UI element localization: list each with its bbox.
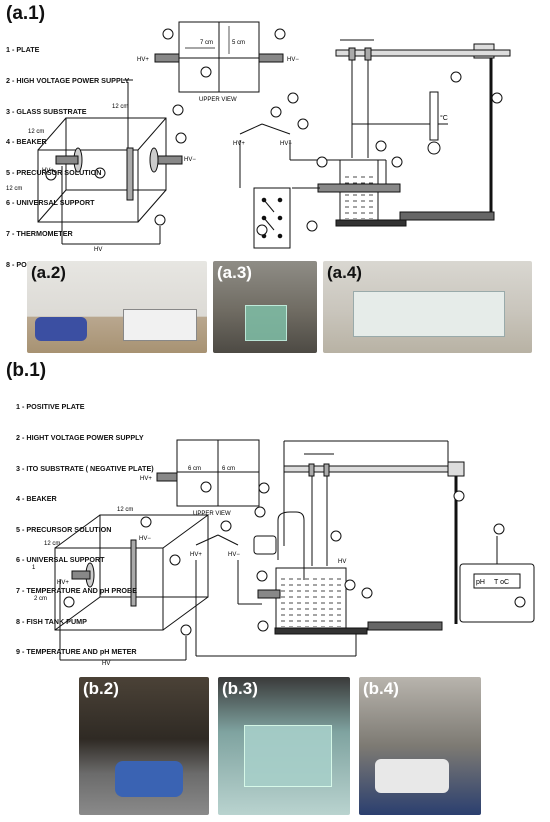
hv-probe-b: HV — [338, 559, 346, 565]
legend-a-item: 1 - PLATE — [6, 45, 40, 55]
hv-minus-right-a: HV− — [287, 57, 299, 63]
glass-cell-a4 — [353, 291, 505, 337]
legend-a-item: 5 - PRECURSOR SOLUTION — [6, 167, 102, 177]
photo-b2: (b.2) — [79, 677, 209, 815]
electrode-box-a — [37, 79, 187, 245]
thermometer-unit-a: °C — [440, 114, 448, 122]
hv-plus-left-a: HV+ — [137, 57, 149, 63]
photo-b4: (b.4) — [359, 677, 481, 815]
panel-label-a2: (a.2) — [31, 263, 66, 282]
hv-plus-supply-b: HV+ — [190, 552, 202, 558]
legend-a: 1 - PLATE 2 - HIGH VOLTAGE POWER SUPPLY … — [6, 25, 129, 280]
dim-7cm: 7 cm — [200, 40, 213, 46]
dim-12cm-top-a: 12 cm — [112, 104, 128, 110]
hv-minus-supply-b: HV− — [228, 552, 240, 558]
hv-plus-supply-a: HV+ — [233, 141, 245, 147]
device-supply-a2 — [123, 309, 197, 341]
photo-a3: (a.3) — [213, 261, 317, 353]
hotplate-b2 — [115, 761, 183, 797]
dim-2cm-b: 2 cm — [34, 596, 47, 602]
legend-b-item: 9 - TEMPERATURE AND pH METER — [16, 647, 137, 657]
panel-label-a4: (a.4) — [327, 263, 362, 282]
panel-label-b3: (b.3) — [222, 679, 258, 698]
panel-label-b2: (b.2) — [83, 679, 119, 698]
power-supply-b — [195, 520, 357, 657]
hv-minus-box-b: HV− — [139, 536, 151, 542]
dim-12cm-top-b: 12 cm — [117, 507, 133, 513]
hv-plus-upper-b: HV+ — [140, 476, 152, 482]
hv-minus-box-a: HV− — [184, 157, 196, 163]
hv-ground-a: HV — [94, 247, 102, 253]
upper-view-label-b: UPPER VIEW — [193, 511, 231, 517]
legend-b-item: 2 - HIGHT VOLTAGE POWER SUPPLY — [16, 433, 144, 443]
meter-ph-b: pH — [476, 579, 485, 586]
legend-b-item: 1 - POSITIVE PLATE — [16, 402, 85, 412]
photo-a2: (a.2) — [27, 261, 207, 353]
hv-ground-b: HV — [102, 661, 110, 667]
upper-view-label-a: UPPER VIEW — [199, 97, 237, 103]
legend-a-item: 7 - THERMOMETER — [6, 229, 73, 239]
hv-plus-box-b: HV+ — [57, 580, 69, 586]
meter-t-b: T oC — [494, 579, 509, 586]
hv-plus-box-a: HV+ — [42, 168, 54, 174]
legend-b-item: 4 - BEAKER — [16, 494, 57, 504]
photo-b3: (b.3) — [218, 677, 350, 815]
device-hotplate-a2 — [35, 317, 87, 341]
dim-6cm-right-b: 6 cm — [222, 466, 235, 472]
legend-b-item: 3 - ITO SUBSTRATE ( NEGATIVE PLATE) — [16, 463, 154, 473]
dim-12cm-height-a: 12 cm — [6, 186, 22, 192]
upper-view-b — [156, 439, 270, 507]
legend-a-item: 4 - BEAKER — [6, 137, 47, 147]
panel-label-a1: (a.1) — [6, 3, 46, 24]
beaker-stand-a — [290, 39, 511, 232]
legend-a-item: 6 - UNIVERSAL SUPPORT — [6, 198, 95, 208]
panel-label-b4: (b.4) — [363, 679, 399, 698]
upper-view-a — [154, 21, 299, 104]
hv-minus-supply-a: HV− — [280, 141, 292, 147]
polarity-inverter-a — [239, 106, 291, 249]
legend-b-item: 8 - FISH TANK PUMP — [16, 616, 87, 626]
hotplate-b4 — [375, 759, 449, 793]
panel-label-b1: (b.1) — [6, 360, 47, 381]
panel-label-a3: (a.3) — [217, 263, 252, 282]
legend-b-item: 7 - TEMPERATURE AND pH PROBE — [16, 586, 137, 596]
legend-b-item: 5 - PRECURSOR SOLUTION — [16, 524, 112, 534]
glass-tank-b3 — [244, 725, 332, 787]
beaker-stand-b — [253, 440, 535, 635]
one-label-b: 1 — [32, 565, 36, 571]
photo-a4: (a.4) — [323, 261, 532, 353]
dim-5cm: 5 cm — [232, 40, 245, 46]
dim-6cm-left-b: 6 cm — [188, 466, 201, 472]
legend-b: 1 - POSITIVE PLATE 2 - HIGHT VOLTAGE POW… — [16, 382, 154, 668]
legend-b-item: 6 - UNIVERSAL SUPPORT — [16, 555, 105, 565]
legend-a-item: 3 - GLASS SUBSTRATE — [6, 106, 87, 116]
dim-12cm-side-b: 12 cm — [44, 541, 60, 547]
dim-12cm-side-a: 12 cm — [28, 129, 44, 135]
legend-a-item: 2 - HIGH VOLTAGE POWER SUPPLY — [6, 76, 130, 86]
electrode-box-b — [54, 514, 209, 661]
glass-beaker-a3 — [245, 305, 287, 341]
